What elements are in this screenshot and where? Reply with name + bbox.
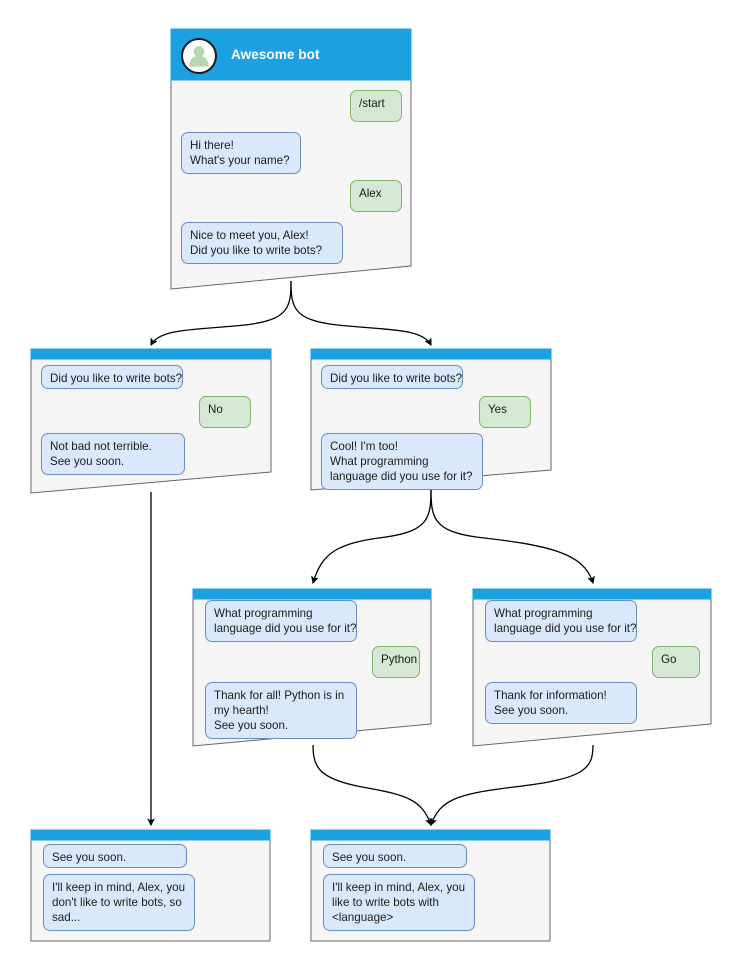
chat-bubble-bot[interactable]: Thank for information! See you soon. bbox=[485, 682, 637, 724]
chat-transcript-yes-branch: Did you like to write bots? Yes Cool! I'… bbox=[310, 348, 552, 491]
chat-card-go-branch[interactable]: What programming language did you use fo… bbox=[472, 588, 712, 747]
chat-transcript-no-branch: Did you like to write bots? No Not bad n… bbox=[30, 348, 272, 494]
chat-transcript-go-branch: What programming language did you use fo… bbox=[472, 588, 712, 747]
chat-bubble-bot[interactable]: See you soon. bbox=[43, 844, 187, 868]
edge-yes-to-go bbox=[430, 488, 595, 585]
chat-bubble-bot[interactable]: What programming language did you use fo… bbox=[205, 600, 357, 642]
chat-bubble-bot[interactable]: Not bad not terrible. See you soon. bbox=[41, 433, 185, 475]
chat-transcript-python-branch: What programming language did you use fo… bbox=[192, 588, 432, 747]
chat-bubble-bot[interactable]: Hi there! What's your name? bbox=[181, 132, 301, 174]
chat-bubble-user[interactable]: Go bbox=[652, 646, 700, 678]
edge-yes-to-python bbox=[311, 488, 432, 585]
chat-bubble-user[interactable]: Alex bbox=[350, 180, 402, 212]
chat-bubble-bot[interactable]: Did you like to write bots? bbox=[321, 365, 463, 389]
chat-bubble-bot[interactable]: I'll keep in mind, Alex, you like to wri… bbox=[323, 874, 475, 931]
chat-bubble-bot[interactable]: Thank for all! Python is in my hearth! S… bbox=[205, 682, 357, 739]
chat-bubble-bot[interactable]: I'll keep in mind, Alex, you don't like … bbox=[43, 874, 195, 931]
edge-python-to-end-yes bbox=[312, 744, 433, 827]
chat-card-root[interactable]: Awesome bot /start Hi there! What's your… bbox=[170, 28, 412, 290]
chat-bubble-bot[interactable]: What programming language did you use fo… bbox=[485, 600, 637, 642]
chat-card-yes-branch[interactable]: Did you like to write bots? Yes Cool! I'… bbox=[310, 348, 552, 491]
chat-bubble-bot[interactable]: Did you like to write bots? bbox=[41, 365, 183, 389]
chat-transcript-root: /start Hi there! What's your name? Alex … bbox=[170, 28, 412, 290]
person-avatar-icon bbox=[181, 38, 217, 74]
chat-card-end-no[interactable]: See you soon. I'll keep in mind, Alex, y… bbox=[30, 829, 271, 942]
chat-bubble-bot[interactable]: See you soon. bbox=[323, 844, 467, 868]
card-title-root: Awesome bot bbox=[231, 47, 320, 62]
chat-bubble-bot[interactable]: Cool! I'm too! What programming language… bbox=[321, 433, 483, 490]
chat-bubble-user[interactable]: /start bbox=[350, 90, 402, 122]
chat-card-end-yes[interactable]: See you soon. I'll keep in mind, Alex, y… bbox=[310, 829, 551, 942]
chat-bubble-bot[interactable]: Nice to meet you, Alex! Did you like to … bbox=[181, 222, 343, 264]
chat-bubble-user[interactable]: Yes bbox=[479, 396, 531, 428]
chat-transcript-end-no: See you soon. I'll keep in mind, Alex, y… bbox=[30, 829, 271, 942]
chat-card-python-branch[interactable]: What programming language did you use fo… bbox=[192, 588, 432, 747]
chat-card-no-branch[interactable]: Did you like to write bots? No Not bad n… bbox=[30, 348, 272, 494]
chat-bubble-user[interactable]: Python bbox=[372, 646, 420, 678]
edge-go-to-end-yes bbox=[429, 744, 594, 827]
chat-transcript-end-yes: See you soon. I'll keep in mind, Alex, y… bbox=[310, 829, 551, 942]
edge-root-to-yes bbox=[290, 280, 432, 347]
chat-bubble-user[interactable]: No bbox=[199, 396, 251, 428]
edge-root-to-no bbox=[150, 280, 292, 347]
